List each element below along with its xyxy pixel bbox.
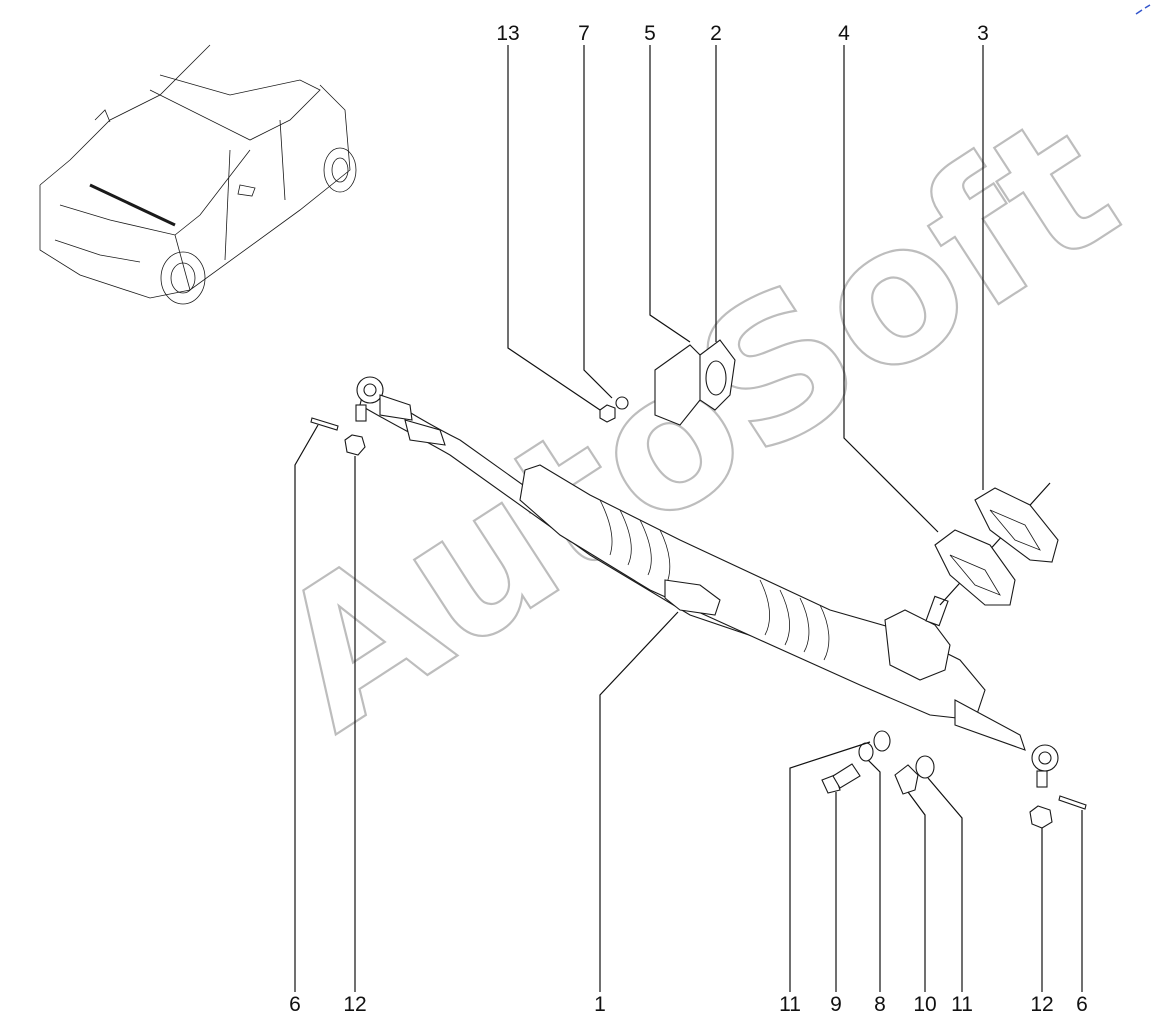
corner-mark [1135,4,1151,15]
callout-9: 9 [830,993,842,1016]
callout-11-left: 11 [779,993,801,1016]
callout-11-right: 11 [951,993,973,1016]
autosoft-watermark: AutoSoft [239,73,1152,773]
callout-2: 2 [710,22,722,45]
callout-1: 1 [594,993,606,1016]
callout-4: 4 [838,22,850,45]
callout-12-left: 12 [343,993,366,1016]
callout-labels-bottom: 6 12 1 11 9 8 10 11 12 6 [289,993,1088,1016]
vehicle-thumbnail [39,44,357,305]
callout-3: 3 [977,22,989,45]
callout-6-left: 6 [289,993,301,1016]
small-parts [310,339,1087,829]
callout-10: 10 [913,993,936,1016]
callout-6-right: 6 [1076,993,1088,1016]
callout-12-right: 12 [1030,993,1053,1016]
steering-rack-assembly [355,376,1059,788]
callout-7: 7 [578,22,590,45]
callout-13: 13 [496,22,519,45]
callout-5: 5 [644,22,656,45]
callout-8: 8 [874,993,886,1016]
leader-lines [294,45,1083,992]
callout-labels-top: 13 7 5 2 4 3 [496,22,989,45]
